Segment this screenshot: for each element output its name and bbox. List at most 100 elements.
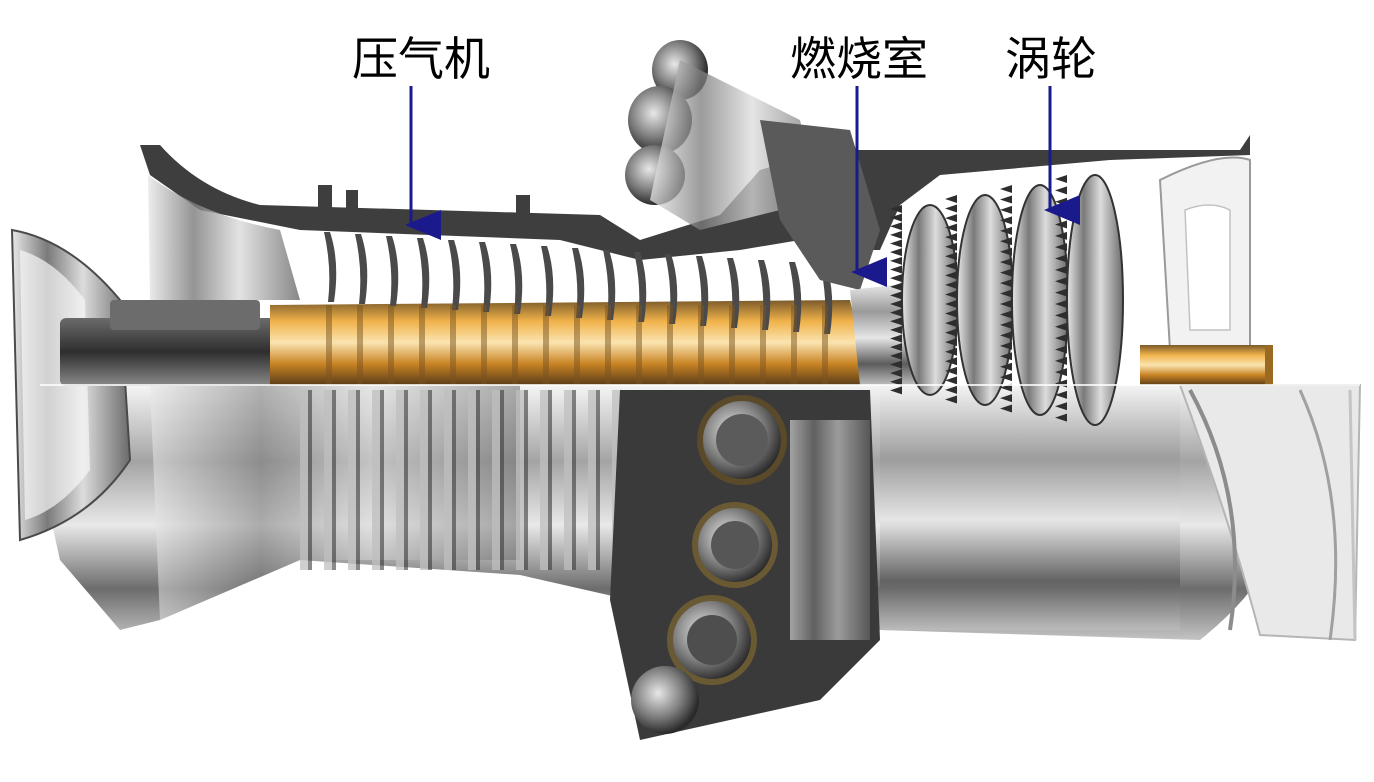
compressor-blade <box>727 258 740 328</box>
compressor-blade <box>789 262 802 332</box>
compressor-vane-shadow <box>500 390 504 570</box>
turbine-blade <box>1055 402 1067 411</box>
turbine-blade <box>1055 300 1067 308</box>
turbine-rotor <box>850 156 1251 426</box>
compressor-blade <box>603 250 616 320</box>
compressor-vane-shadow <box>452 390 456 570</box>
turbine-blade <box>945 385 957 394</box>
compressor-vane <box>468 390 476 570</box>
inlet-bellmouth <box>10 228 280 542</box>
turbine-blade <box>890 369 902 378</box>
turbine-blade <box>890 308 902 317</box>
turbine-blade <box>945 309 957 318</box>
turbine-blade <box>890 282 902 291</box>
turbine-blade <box>1000 362 1012 371</box>
turbine-blade <box>1055 254 1067 263</box>
turbine-blade <box>890 325 902 334</box>
compressor-stage-ring <box>450 305 456 385</box>
compressor-vane <box>564 390 572 570</box>
turbine-blade <box>1055 175 1067 183</box>
turbine-blade <box>1000 226 1012 235</box>
compressor-stage-ring <box>419 305 425 385</box>
turbine-blade <box>890 274 902 283</box>
compressor-stage-ring <box>357 305 363 385</box>
compressor-stage-ring <box>667 305 673 385</box>
turbine-blade <box>1055 277 1067 286</box>
combustor-cans-upper <box>625 40 880 290</box>
pointer-arrows <box>405 86 1080 287</box>
compressor-vane <box>372 390 380 570</box>
compressor-stage-ring <box>760 305 766 385</box>
turbine-disc-stages <box>890 174 1124 426</box>
turbine-blade <box>945 214 957 223</box>
turbine-blade <box>890 256 902 265</box>
turbine-blade <box>1000 237 1012 246</box>
turbine-blade <box>890 317 902 326</box>
turbine-blade <box>1055 356 1067 365</box>
compressor-vane <box>396 390 404 570</box>
compressor-stage-ring <box>822 305 828 385</box>
compressor-vane-shadow <box>308 390 312 570</box>
turbine-blade <box>1000 352 1012 361</box>
turbine-blade <box>1055 288 1067 297</box>
compressor-stage-ring <box>481 305 487 385</box>
turbine-label: 涡轮 <box>1005 32 1097 86</box>
turbine-blade <box>890 360 902 369</box>
turbine-stage <box>890 204 959 396</box>
turbine-blade <box>945 338 957 347</box>
compressor-vane <box>348 390 356 570</box>
turbine-blade <box>1000 195 1012 204</box>
compressor-vane-shadow <box>596 390 600 570</box>
compressor-vane <box>516 390 524 570</box>
compressor-vane-shadow <box>428 390 432 570</box>
turbine-blade <box>890 377 902 386</box>
compressor-vane-shadow <box>380 390 384 570</box>
turbine-blade <box>945 328 957 337</box>
compressor-blade <box>417 238 430 308</box>
compressor-blade <box>355 234 368 304</box>
turbine-blade <box>1000 320 1012 329</box>
compressor-vane <box>492 390 500 570</box>
turbine-blade <box>1055 186 1067 195</box>
turbine-blade <box>890 343 902 352</box>
turbine-blade <box>890 213 902 222</box>
turbine-blade <box>945 357 957 366</box>
turbine-blade <box>1000 185 1012 193</box>
compressor-vane-shadow <box>548 390 552 570</box>
compressor-stage-ring <box>791 305 797 385</box>
turbine-blade <box>945 233 957 242</box>
compressor-vane-shadow <box>332 390 336 570</box>
turbine-blade <box>890 222 902 231</box>
turbine-blade <box>945 347 957 356</box>
compressor-stage-ring <box>388 305 394 385</box>
compressor-vane-shadow <box>476 390 480 570</box>
compressor-stage-ring <box>512 305 518 385</box>
compressor-blade <box>386 236 399 306</box>
compressor-vane-shadow <box>404 390 408 570</box>
turbine-blade <box>1055 345 1067 354</box>
turbine-blade <box>890 334 902 343</box>
turbine-blade <box>945 319 957 328</box>
compressor-blade <box>572 248 585 318</box>
turbine-blade <box>1055 334 1067 343</box>
turbine-blade <box>1000 394 1012 403</box>
turbine-blade <box>1055 197 1067 206</box>
turbine-blade <box>1055 368 1067 377</box>
turbine-blade <box>890 239 902 248</box>
turbine-blade <box>945 242 957 251</box>
turbine-blade <box>945 376 957 385</box>
turbine-blade <box>1055 390 1067 399</box>
turbine-blade <box>890 265 902 274</box>
turbine-blade <box>1000 258 1012 267</box>
compressor-vane <box>324 390 332 570</box>
turbine-blade <box>890 230 902 239</box>
turbine-disc <box>1011 184 1069 416</box>
turbine-blade <box>890 300 902 308</box>
turbine-disc <box>901 204 959 396</box>
turbine-blade <box>945 280 957 289</box>
turbine-blade <box>945 271 957 280</box>
exhaust-rings <box>1188 389 1357 641</box>
turbine-disc <box>956 194 1014 406</box>
compressor-vane <box>540 390 548 570</box>
